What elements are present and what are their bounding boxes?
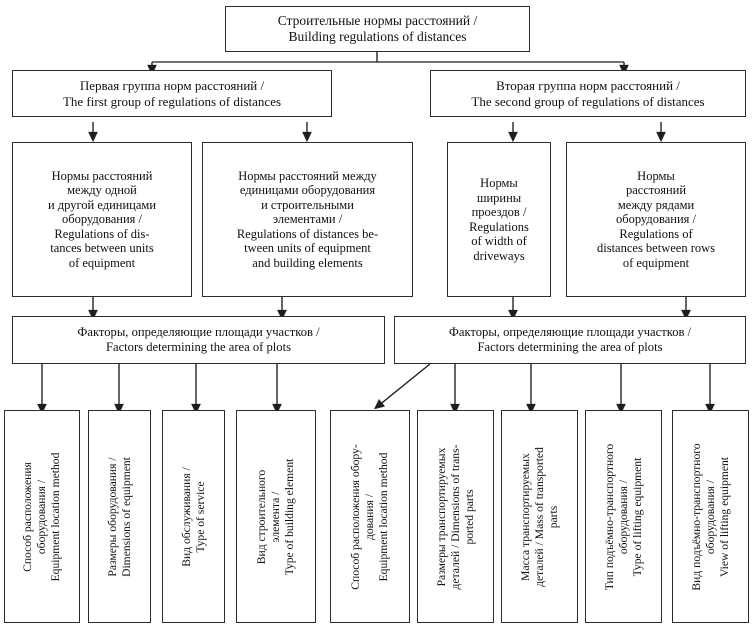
node-norm-building-elements[interactable]: Нормы расстояний между единицами оборудо… [202,142,413,297]
node-leaf-type-lifting-equipment-label: Тип подъёмно-транспортного оборудования … [602,443,644,590]
node-norm-rows[interactable]: Нормы расстояний между рядами оборудован… [566,142,746,297]
node-root[interactable]: Строительные нормы расстояний / Building… [225,6,530,52]
node-leaf-equipment-location-method-left-label: Способ расположения оборудования / Equip… [21,452,62,581]
node-leaf-view-lifting-equipment-label: Вид подъёмно-транспортного оборудования … [689,442,731,591]
edge-factors-right-to-leaf-5 [374,363,431,410]
node-group-second-label: Вторая группа норм расстояний / The seco… [471,78,705,109]
node-leaf-type-of-service[interactable]: Вид обслуживания / Type of service [162,410,225,623]
node-factors-left-label: Факторы, определяющие площади участков /… [77,325,320,354]
node-leaf-mass-transported-parts[interactable]: Масса транспортируемых деталей / Mass of… [501,410,578,623]
node-factors-right-label: Факторы, определяющие площади участков /… [448,325,692,354]
node-leaf-dimensions-of-equipment[interactable]: Размеры оборудования / Dimensions of equ… [88,410,151,623]
node-leaf-equipment-location-method-left[interactable]: Способ расположения оборудования / Equip… [4,410,80,623]
node-group-first-label: Первая группа норм расстояний / The firs… [62,78,282,109]
node-norm-driveways-label: Нормы ширины проездов / Regulations of w… [469,176,529,263]
node-root-label: Строительные нормы расстояний / Building… [277,13,478,44]
node-leaf-equipment-location-method-right[interactable]: Способ расположения обору- дования / Equ… [330,410,410,623]
node-leaf-dimensions-transported-parts-label: Размеры транспортируемых деталей / Dimen… [434,444,476,589]
node-leaf-type-of-building-element-label: Вид строительного элемента / Type of bui… [255,458,296,575]
node-leaf-type-of-building-element[interactable]: Вид строительного элемента / Type of bui… [236,410,316,623]
node-group-first[interactable]: Первая группа норм расстояний / The firs… [12,70,332,117]
node-norm-units[interactable]: Нормы расстояний между одной и другой ед… [12,142,192,297]
node-leaf-type-lifting-equipment[interactable]: Тип подъёмно-транспортного оборудования … [585,410,662,623]
node-norm-rows-label: Нормы расстояний между рядами оборудован… [596,168,716,270]
node-norm-driveways[interactable]: Нормы ширины проездов / Regulations of w… [447,142,551,297]
node-leaf-mass-transported-parts-label: Масса транспортируемых деталей / Mass of… [518,446,560,587]
node-factors-left[interactable]: Факторы, определяющие площади участков /… [12,316,385,364]
node-norm-building-elements-label: Нормы расстояний между единицами оборудо… [236,168,379,270]
node-leaf-type-of-service-label: Вид обслуживания / Type of service [179,466,207,567]
node-factors-right[interactable]: Факторы, определяющие площади участков /… [394,316,746,364]
node-leaf-dimensions-of-equipment-label: Размеры оборудования / Dimensions of equ… [105,456,133,577]
node-leaf-dimensions-transported-parts[interactable]: Размеры транспортируемых деталей / Dimen… [417,410,494,623]
node-leaf-view-lifting-equipment[interactable]: Вид подъёмно-транспортного оборудования … [672,410,749,623]
node-group-second[interactable]: Вторая группа норм расстояний / The seco… [430,70,746,117]
node-leaf-equipment-location-method-right-label: Способ расположения обору- дования / Equ… [349,443,390,590]
node-norm-units-label: Нормы расстояний между одной и другой ед… [47,168,157,270]
